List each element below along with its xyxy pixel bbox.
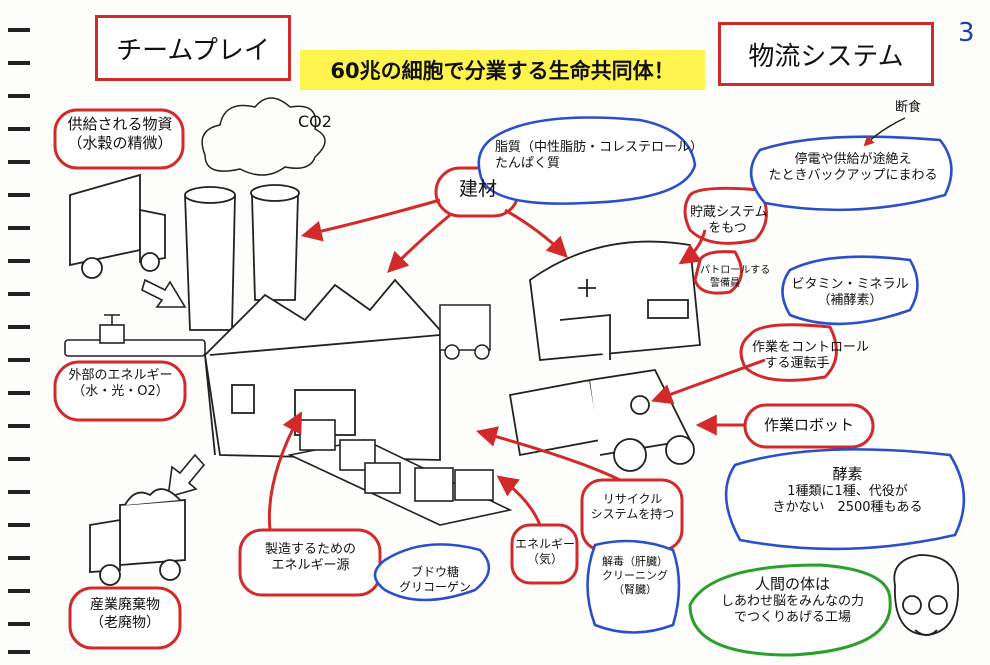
external-energy-label: 外部のエネルギー（水・光・O2） (68, 368, 173, 400)
storage-system-label: 貯蔵システムをもつ (690, 205, 768, 237)
blue-callout-boxes (373, 116, 966, 634)
forklift (508, 369, 695, 472)
human-body-factory-label: 人間の体はしあわせ脳をみんなの力でつくりあげる工場 (720, 575, 864, 625)
building-material-label: 建材 (458, 178, 497, 200)
mascot-character (893, 554, 959, 636)
lipids-protein-label: 脂質（中性脂肪・コレステロール）たんぱく質 (495, 140, 704, 172)
title-team-play: チームプレイ (95, 15, 291, 81)
page-number: 3 (958, 18, 975, 48)
title-logistics-system: 物流システム (718, 22, 934, 86)
work-robot-label: 作業ロボット (763, 416, 854, 434)
driver-label: 作業をコントロールする運転手 (752, 340, 870, 372)
recycle-system-label: リサイクルシステムを持つ (590, 492, 675, 521)
energy-qi-label: エネルギー（気） (514, 537, 575, 566)
smoke-clouds (201, 97, 326, 176)
fasting-label: 断食 (895, 100, 922, 115)
spiral-binding (8, 28, 30, 654)
supplied-materials-label: 供給される物資（水穀の精微） (67, 115, 173, 152)
energy-pipe (64, 314, 206, 357)
storage-warehouse (529, 240, 701, 361)
supply-truck (69, 173, 166, 279)
co2-label: CO2 (298, 112, 332, 131)
waste-truck (89, 488, 186, 586)
red-pointer-arrows (267, 198, 766, 531)
flow-arrows-grey (141, 278, 206, 499)
detox-cleaning-label: 解毒（肝臓）クリーニング（腎臓） (602, 555, 668, 596)
small-forklift (439, 304, 491, 360)
glucose-glycogen-label: ブドウ糖グリコーゲン (398, 565, 471, 594)
headline-banner: 60兆の細胞で分業する生命共同体！ (300, 50, 705, 90)
manufacturing-energy-label: 製造するためのエネルギー源 (264, 542, 356, 574)
conveyor-belt (287, 419, 513, 526)
red-callout-boxes (53, 108, 875, 650)
vitamins-minerals-label: ビタミン・ミネラル（補酵素） (791, 277, 909, 309)
patrol-guard-label: パトロールする警備員 (700, 265, 771, 289)
industrial-waste-label: 産業廃棄物（老廃物） (90, 597, 160, 631)
green-callout-box (688, 563, 892, 657)
fasting-pointer-arrow (863, 117, 906, 147)
backup-label: 停電や供給が途絶えたときバックアップにまわる (768, 152, 938, 184)
factory-chimneys (184, 184, 300, 331)
